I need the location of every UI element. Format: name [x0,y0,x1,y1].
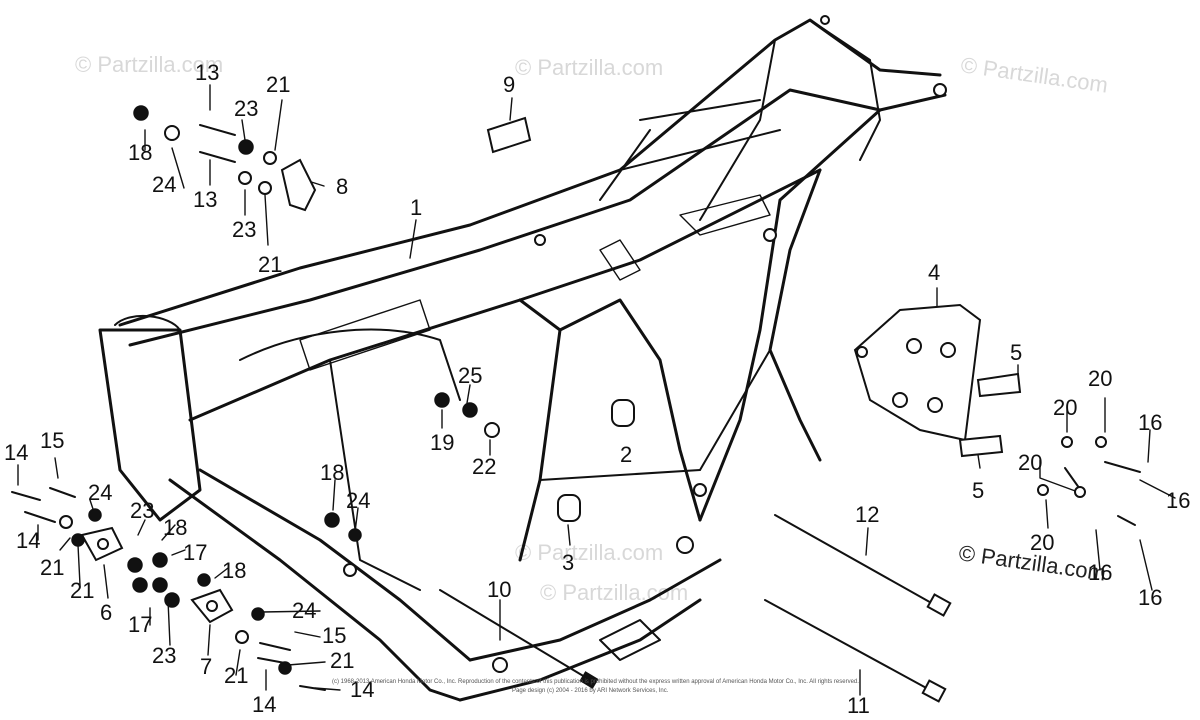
callout-1: 1 [410,195,422,220]
callout-24: 24 [152,172,176,197]
watermark: © Partzilla.com [515,540,663,565]
callout-labels: 1 2 3 4 5 5 6 7 8 9 10 11 12 13 13 14 14… [4,60,1190,718]
main-frame[interactable] [98,15,947,702]
parts-group [11,105,1141,703]
callout-14: 14 [16,528,40,553]
callout-7: 7 [200,654,212,679]
bolt-part-12 [774,514,936,606]
callout-15: 15 [40,428,64,453]
callout-14: 14 [350,677,374,702]
bolt-part-14 [11,491,41,501]
callout-14: 14 [4,440,28,465]
bolt-part-13b [199,151,236,163]
callout-9: 9 [503,72,515,97]
callout-21: 21 [330,648,354,673]
callout-17: 17 [128,612,152,637]
copyright-line: (c) 1968-2013 American Honda Motor Co., … [332,679,859,685]
watermark: © Partzilla.com [75,52,223,77]
callout-23: 23 [234,96,258,121]
callout-21: 21 [224,663,248,688]
bracket-part-8 [280,158,317,212]
callout-20: 20 [1053,395,1077,420]
callout-4: 4 [928,260,940,285]
watermark: © Partzilla.com [515,55,663,80]
callout-24: 24 [346,488,370,513]
callout-6: 6 [100,600,112,625]
callout-23: 23 [232,217,256,242]
callout-20: 20 [1030,530,1054,555]
callout-23: 23 [130,498,154,523]
callout-22: 22 [472,454,496,479]
callout-16: 16 [1088,560,1112,585]
callout-24: 24 [292,598,316,623]
callout-12: 12 [855,502,879,527]
bolt-part-10 [439,589,591,681]
bolt-part-11 [764,599,931,691]
callout-21: 21 [266,72,290,97]
callout-14: 14 [252,692,276,717]
callout-23: 23 [152,643,176,668]
callout-18: 18 [163,515,187,540]
callout-16: 16 [1138,410,1162,435]
pad-part-9 [486,116,532,154]
callout-16: 16 [1166,488,1190,513]
callout-15: 15 [322,623,346,648]
clamp-part-5b [958,434,1004,458]
callout-3: 3 [562,550,574,575]
callout-20: 20 [1018,450,1042,475]
callout-16: 16 [1138,585,1162,610]
bracket-plate-4 [853,303,982,442]
callout-5: 5 [1010,340,1022,365]
callout-18: 18 [128,140,152,165]
collar-part-3 [557,494,581,522]
callout-24: 24 [88,480,112,505]
clamp-part-5a [976,372,1022,398]
callout-5: 5 [972,478,984,503]
copyright-line: Page design (c) 2004 - 2016 by ARI Netwo… [512,688,669,694]
callout-21: 21 [40,555,64,580]
callout-20: 20 [1088,366,1112,391]
callout-17: 17 [183,540,207,565]
collar-part-2 [611,399,635,427]
callout-13: 13 [195,60,219,85]
callout-19: 19 [430,430,454,455]
callout-8: 8 [336,174,348,199]
callout-21: 21 [70,578,94,603]
callout-18: 18 [320,460,344,485]
callout-13: 13 [193,187,217,212]
callout-2: 2 [620,442,632,467]
watermark: © Partzilla.com [959,52,1109,97]
callout-25: 25 [458,363,482,388]
callout-11: 11 [847,693,870,718]
callout-10: 10 [487,577,511,602]
callout-18: 18 [222,558,246,583]
callout-21: 21 [258,252,282,277]
bolt-part-13a [199,124,236,136]
